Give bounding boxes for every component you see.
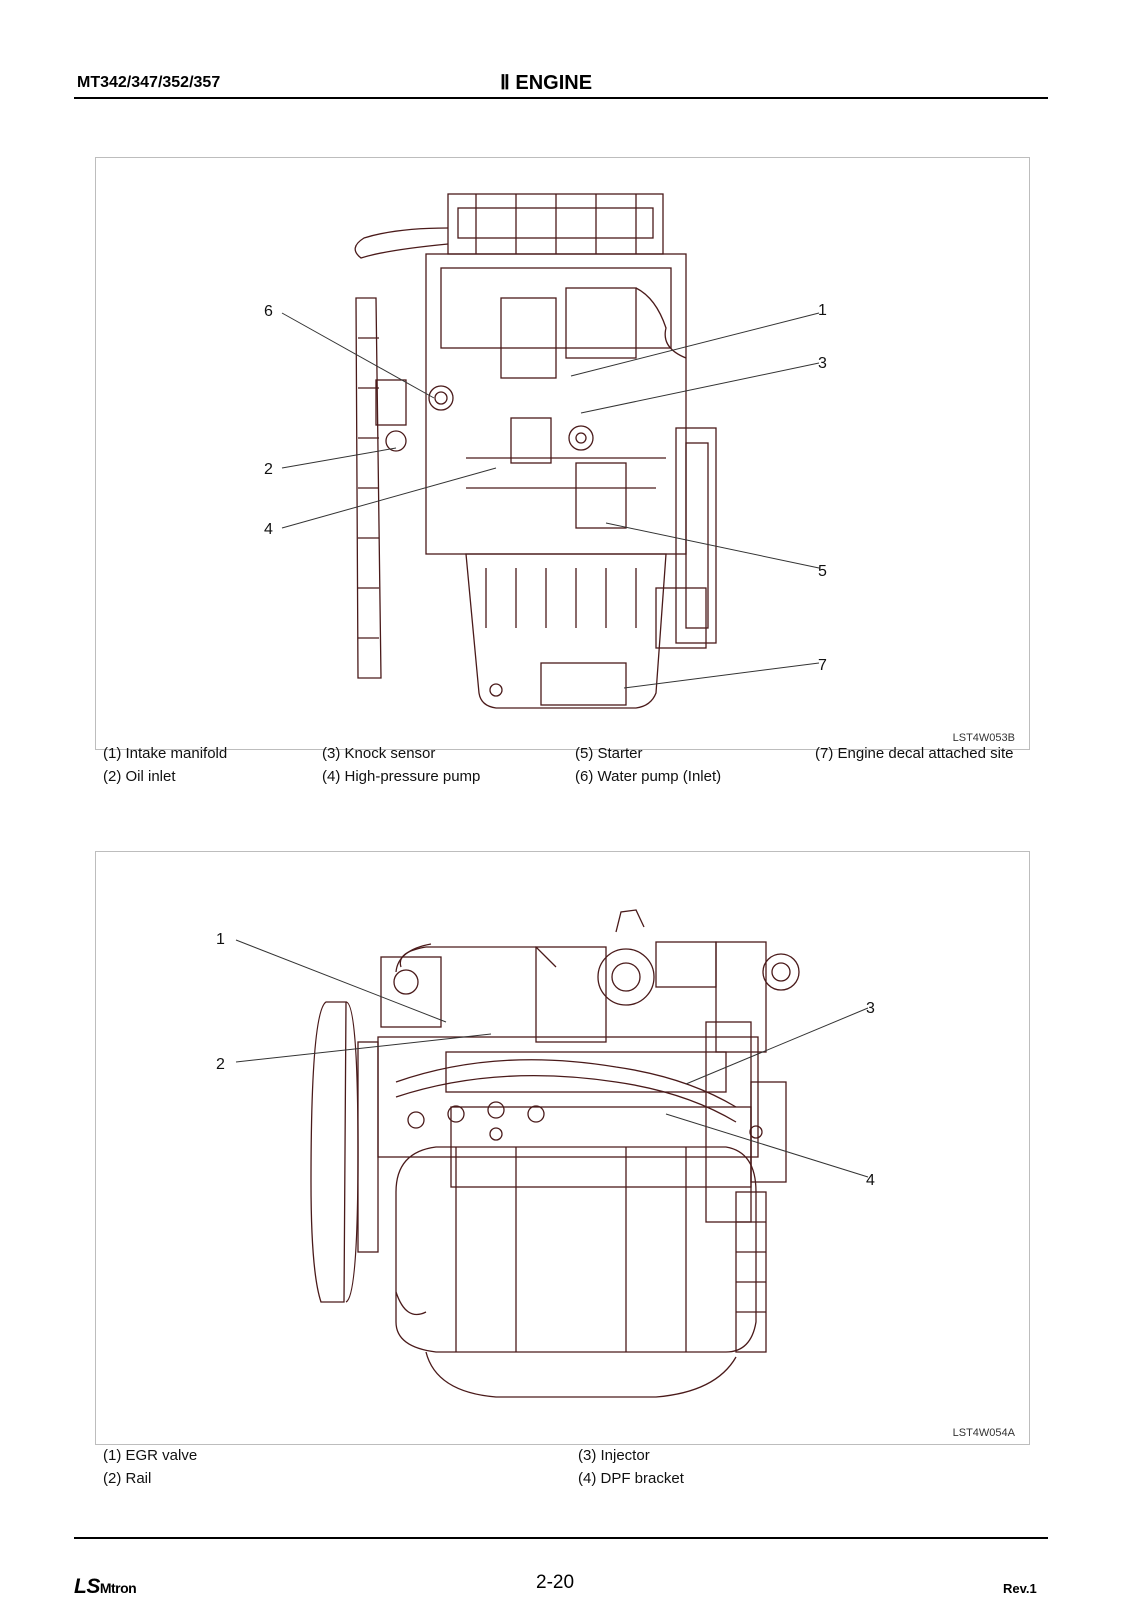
- caption-1-5: (5) Starter: [575, 745, 643, 762]
- caption-2-1: (1) EGR valve: [103, 1447, 198, 1464]
- caption-1-2: (2) Oil inlet: [103, 768, 176, 785]
- callout-5: 5: [818, 563, 827, 580]
- caption-2-3: (3) Injector: [578, 1447, 650, 1464]
- engine-front-view-drawing: 6 1 3 2 4 5 7: [264, 193, 827, 709]
- engine-front-view-figure: 6 1 3 2 4 5 7 LST4W053B: [95, 157, 1030, 750]
- caption-2-4: (4) DPF bracket: [578, 1470, 684, 1487]
- ls-mtron-logo: LSMtron: [74, 1575, 137, 1598]
- callout-4: 4: [866, 1172, 875, 1189]
- caption-1-7: (7) Engine decal attached site: [815, 745, 1014, 762]
- document-model: MT342/347/352/357: [77, 74, 221, 91]
- figure-code: LST4W053B: [952, 732, 1015, 744]
- caption-2-2: (2) Rail: [103, 1470, 152, 1487]
- caption-1-3: (3) Knock sensor: [322, 745, 436, 762]
- callout-3: 3: [866, 1000, 875, 1017]
- callout-4: 4: [264, 521, 273, 538]
- callout-1: 1: [818, 302, 827, 319]
- callout-7: 7: [818, 657, 827, 674]
- figure-code: LST4W054A: [952, 1427, 1015, 1439]
- footer-divider: [74, 1537, 1048, 1539]
- engine-side-view-drawing: 1 2 3 4: [216, 909, 875, 1398]
- section-title: Ⅱ ENGINE: [500, 72, 593, 94]
- callout-2: 2: [216, 1056, 225, 1073]
- callout-1: 1: [216, 931, 225, 948]
- revision: Rev.1: [1003, 1581, 1037, 1596]
- caption-1-4: (4) High-pressure pump: [322, 768, 481, 785]
- header-divider: [74, 97, 1048, 99]
- caption-1-6: (6) Water pump (Inlet): [575, 768, 722, 785]
- page-number: 2-20: [536, 1572, 575, 1593]
- engine-side-view-figure: 1 2 3 4 LST4W054A: [95, 851, 1030, 1445]
- callout-6: 6: [264, 303, 273, 320]
- callout-3: 3: [818, 355, 827, 372]
- callout-2: 2: [264, 461, 273, 478]
- caption-1-1: (1) Intake manifold: [103, 745, 228, 762]
